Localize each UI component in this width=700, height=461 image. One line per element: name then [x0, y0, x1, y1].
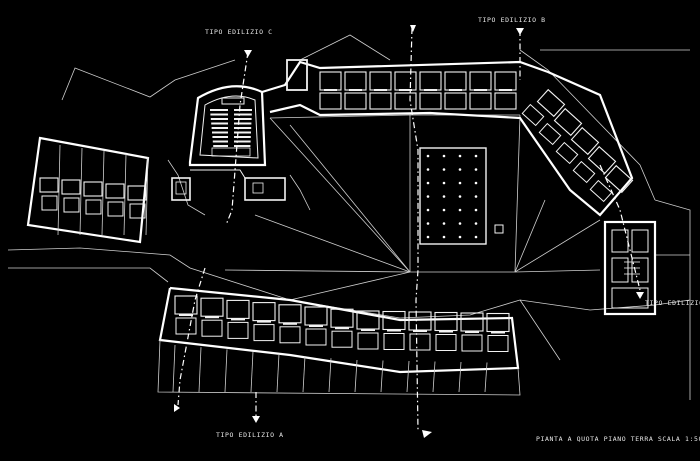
label-section-d: TIPO EDILIZIO D	[645, 299, 700, 307]
central-courtyard	[224, 114, 601, 301]
label-section-c: TIPO EDILIZIO C	[205, 28, 273, 36]
drawing-title: PIANTA A QUOTA PIANO TERRA SCALA 1:500	[536, 435, 700, 443]
label-section-b: TIPO EDILIZIO B	[478, 16, 546, 24]
north-housing-block	[261, 59, 634, 217]
south-housing-block	[157, 286, 521, 396]
columned-hall	[419, 147, 504, 245]
church-building	[171, 85, 286, 201]
section-cut-lines	[174, 25, 644, 438]
west-housing-block	[26, 136, 150, 244]
label-section-a: TIPO EDILIZIO A	[216, 431, 284, 439]
